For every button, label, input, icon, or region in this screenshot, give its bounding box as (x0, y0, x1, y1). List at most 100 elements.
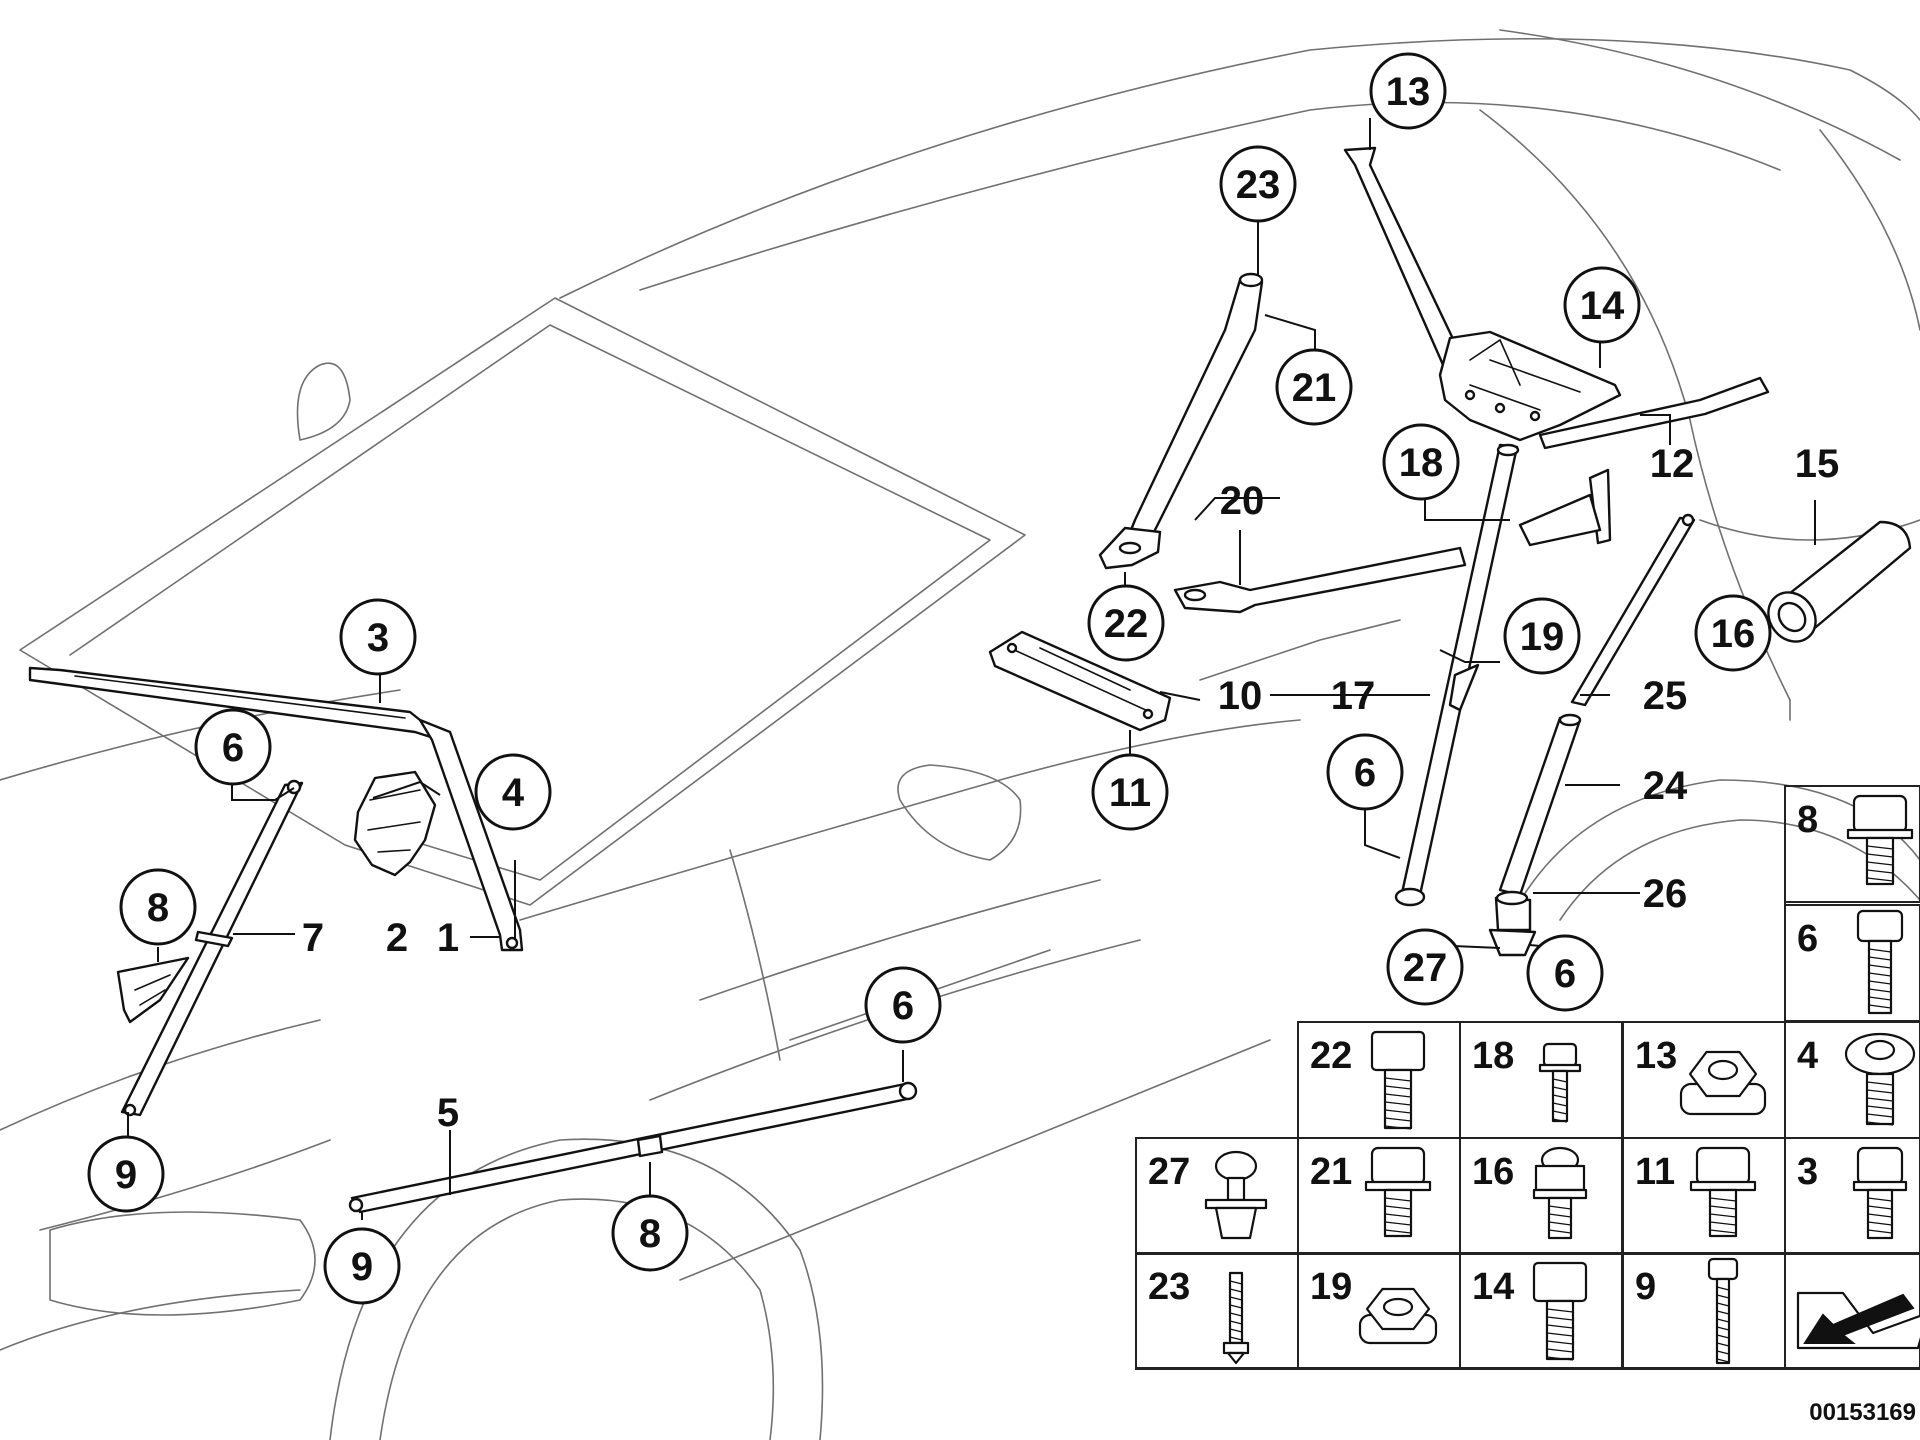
callout-number: 6 (892, 984, 914, 1028)
torx-flange-bolt-icon (1844, 1032, 1916, 1126)
callout-18: 18 (1382, 423, 1460, 501)
part-label-26: 26 (1643, 872, 1688, 916)
callout-19: 19 (1503, 597, 1581, 675)
hardware-number: 22 (1310, 1035, 1352, 1077)
long-thin-bolt-icon (1707, 1257, 1739, 1365)
hardware-number: 13 (1635, 1035, 1677, 1077)
part-mount-bracket-2 (353, 770, 437, 877)
callout-number: 8 (147, 886, 169, 930)
callout-27: 27 (1386, 928, 1464, 1006)
hardware-number: 19 (1310, 1266, 1352, 1308)
callout-number: 8 (639, 1212, 661, 1256)
callout-number: 22 (1104, 602, 1149, 646)
hardware-number: 9 (1635, 1266, 1656, 1308)
hardware-number: 14 (1472, 1266, 1514, 1308)
stud-icon (1222, 1271, 1250, 1365)
hardware-cell: 8 (1784, 785, 1920, 903)
hardware-number: 11 (1635, 1151, 1675, 1193)
hardware-number: 18 (1472, 1035, 1514, 1077)
callout-23: 23 (1219, 145, 1297, 223)
callout-number: 13 (1386, 70, 1431, 114)
hardware-cell: 19 (1297, 1252, 1461, 1370)
part-label-1: 1 (437, 916, 459, 960)
expanding-rivet-icon (1204, 1150, 1268, 1240)
callout-21: 21 (1275, 348, 1353, 426)
hardware-cell (1784, 1252, 1920, 1370)
hardware-cell: 27 (1135, 1137, 1299, 1255)
callout-number: 11 (1109, 771, 1151, 815)
callout-14: 14 (1563, 266, 1641, 344)
callout-13: 13 (1369, 52, 1447, 130)
callout-number: 16 (1711, 612, 1756, 656)
part-label-12: 12 (1650, 442, 1695, 486)
hardware-cell: 4 (1784, 1021, 1920, 1139)
part-strut-bar-24 (1498, 713, 1582, 897)
hardware-cell: 16 (1459, 1137, 1623, 1255)
callout-9: 9 (87, 1135, 165, 1213)
part-strut-bar-20b (1173, 546, 1467, 614)
part-label-7: 7 (302, 916, 324, 960)
part-label-5: 5 (437, 1091, 459, 1135)
part-label-17: 17 (1331, 674, 1376, 718)
hex-flange-bolt-icon (1689, 1146, 1757, 1238)
part-strut-bar-5 (348, 1081, 918, 1214)
callout-number: 23 (1236, 163, 1281, 207)
direction-arrow-icon (1796, 1291, 1920, 1350)
hardware-number: 3 (1797, 1151, 1818, 1193)
part-center-bracket-14 (1438, 330, 1622, 442)
callout-11: 11 (1091, 753, 1169, 831)
hardware-cell: 21 (1297, 1137, 1461, 1255)
hex-head-bolt-icon (1532, 1261, 1588, 1361)
callout-number: 6 (222, 726, 244, 770)
small-flange-bolt-icon (1538, 1042, 1582, 1123)
callout-8: 8 (611, 1194, 689, 1272)
callout-number: 14 (1580, 284, 1625, 328)
part-clip-19 (1448, 663, 1480, 712)
hardware-cell: 22 (1297, 1021, 1461, 1139)
hardware-cell: 9 (1622, 1252, 1786, 1370)
callout-number: 19 (1520, 615, 1565, 659)
part-bushing-26 (1488, 890, 1537, 957)
part-label-20: 20 (1220, 479, 1265, 523)
hardware-cell: 23 (1135, 1252, 1299, 1370)
part-label-15: 15 (1795, 442, 1840, 486)
diagram-id: 00153169 (1809, 1399, 1916, 1426)
hardware-number: 6 (1797, 918, 1818, 960)
part-sleeve-15 (1767, 520, 1912, 643)
hex-head-bolt-icon (1370, 1030, 1426, 1130)
callout-4: 4 (474, 753, 552, 831)
hardware-number: 21 (1310, 1151, 1352, 1193)
part-label-24: 24 (1643, 764, 1688, 808)
hardware-cell: 11 (1622, 1137, 1786, 1255)
collar-nut-icon (1679, 1050, 1767, 1116)
callout-9: 9 (323, 1227, 401, 1305)
callout-6: 6 (864, 966, 942, 1044)
callout-number: 6 (1554, 952, 1576, 996)
hex-nut-icon (1358, 1287, 1438, 1345)
callout-number: 3 (367, 616, 389, 660)
washer-bolt-icon (1532, 1146, 1588, 1240)
part-strut-bar-25 (1570, 513, 1696, 707)
part-strut-bar-4 (418, 718, 524, 952)
callout-number: 21 (1292, 366, 1337, 410)
part-bracket-8 (116, 956, 190, 1024)
hex-flange-bolt-icon (1364, 1146, 1432, 1238)
hardware-cell: 18 (1459, 1021, 1623, 1139)
hardware-number: 8 (1797, 799, 1818, 841)
hardware-cell: 6 (1784, 904, 1920, 1022)
callout-number: 9 (351, 1245, 373, 1289)
hardware-number: 27 (1148, 1151, 1190, 1193)
callout-6: 6 (194, 708, 272, 786)
part-strut-bar-20 (1098, 272, 1264, 570)
part-bracket-18 (1518, 468, 1612, 547)
part-label-25: 25 (1643, 674, 1688, 718)
callout-22: 22 (1087, 584, 1165, 662)
part-plate-10 (988, 630, 1172, 732)
torx-bolt-icon (1852, 1146, 1908, 1240)
callout-number: 4 (502, 771, 525, 815)
hardware-table: 8 6 22 18 13 4 27 21 16 11 3 23 19 14 9 00153169 (1135, 785, 1920, 1426)
callout-number: 6 (1354, 751, 1376, 795)
